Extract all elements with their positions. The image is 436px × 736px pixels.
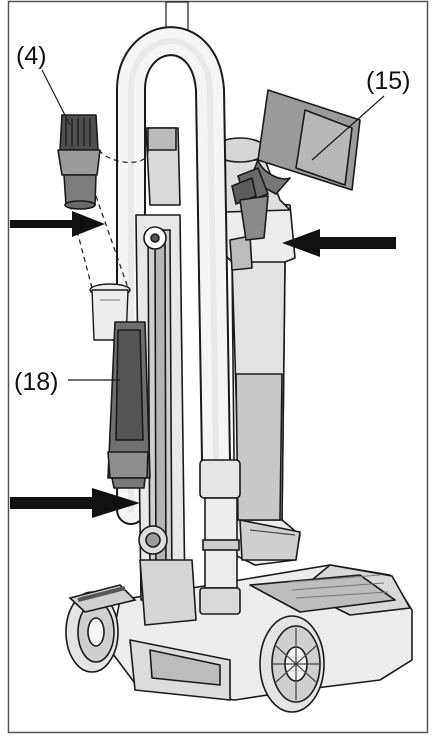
crevice-tool: [107, 321, 151, 489]
hose: [116, 26, 231, 525]
leader-lines: [41, 69, 385, 381]
insertion-arrows: [10, 211, 396, 518]
callout-part-18: (18): [14, 368, 59, 396]
brush-nozzle-upper: [57, 114, 101, 210]
guide-lines: [67, 149, 149, 289]
leader-4: [41, 69, 71, 126]
arrow-right-mid: [282, 229, 396, 257]
left-wheel: [65, 584, 137, 673]
floor-base: [109, 564, 413, 701]
hose-cuffs: [199, 459, 241, 615]
main-body: [213, 137, 301, 566]
callout-part-15: (15): [366, 67, 411, 95]
upholstery-nozzle: [231, 89, 361, 241]
arrow-left-top: [10, 211, 105, 237]
arrow-left-bottom: [10, 488, 140, 518]
callout-part-4: (4): [16, 42, 47, 70]
leader-15: [311, 95, 385, 161]
handle-column: [135, 127, 197, 626]
right-wheel: [259, 615, 325, 713]
